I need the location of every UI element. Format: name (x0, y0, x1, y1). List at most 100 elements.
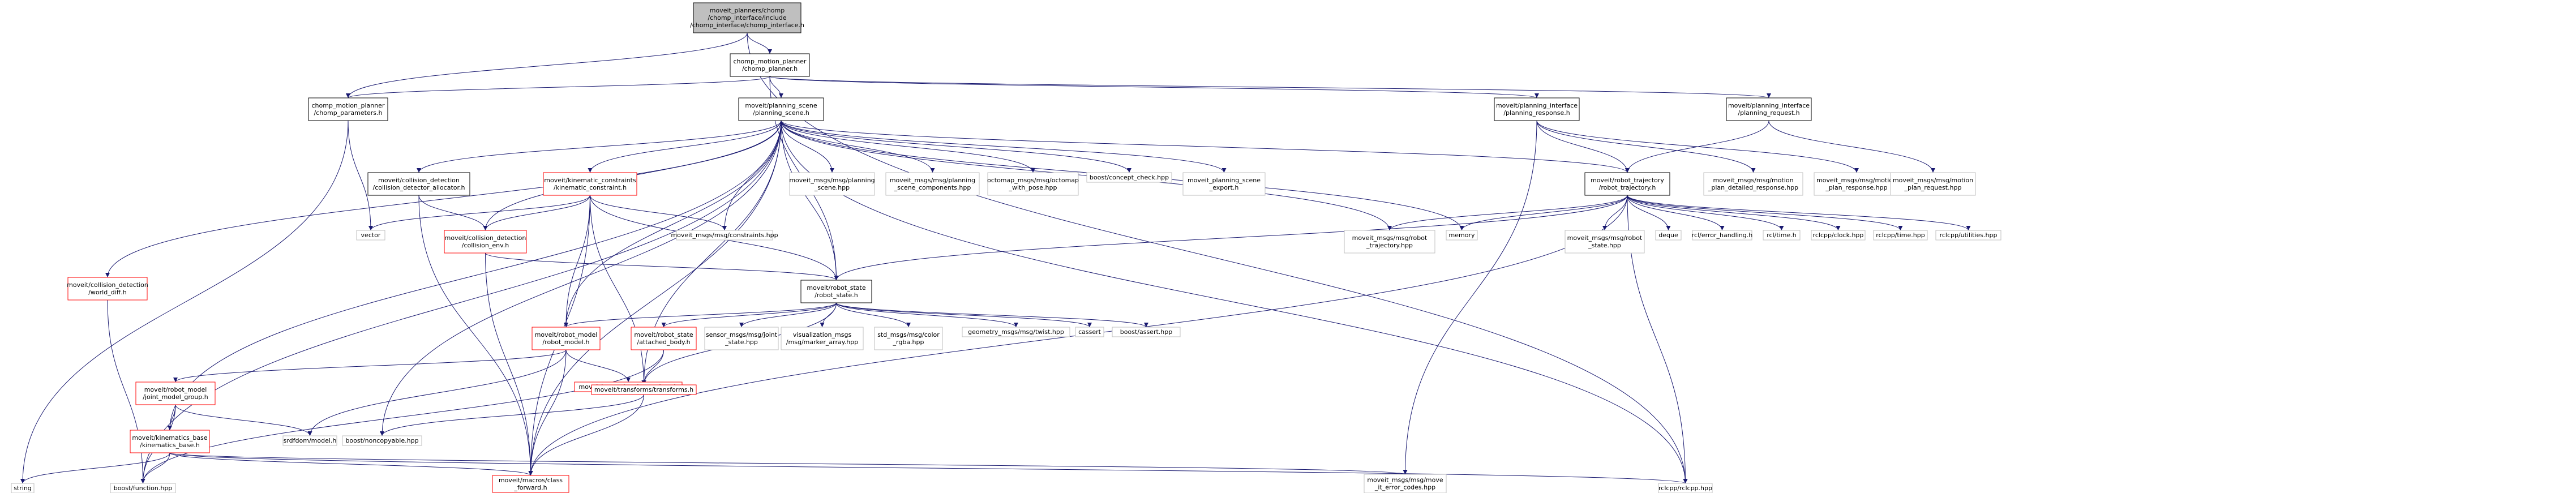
edge-planning_scene-to-ps_msg (781, 120, 834, 173)
node-label-line: boost/assert.hpp (1120, 328, 1172, 336)
node-detailed-response: moveit_msgs/msg/motion_plan_detailed_res… (1703, 172, 1803, 196)
node-label-line: /kinematic_constraint.h (554, 184, 627, 191)
node-label-line: _plan_response.hpp (1825, 184, 1887, 191)
node-label-line: boost/function.hpp (114, 485, 173, 492)
edge-root-to-chomp_planner (747, 32, 772, 54)
node-planning-scene[interactable]: moveit/planning_scene/planning_scene.h (738, 97, 824, 121)
node-label-line: moveit_msgs/msg/motion (1713, 177, 1793, 184)
node-robot-state-msg: moveit_msgs/msg/robot_state.hpp (1565, 230, 1645, 254)
node-world-diff[interactable]: moveit/collision_detection/world_diff.h (67, 277, 148, 301)
node-label-line: /chomp_interface/chomp_interface.h (690, 22, 804, 29)
node-label-line: /robot_model.h (543, 338, 590, 346)
node-chomp-planner[interactable]: chomp_motion_planner/chomp_planner.h (730, 53, 810, 77)
node-label-line: _rgba.hpp (893, 338, 924, 346)
node-planning-response[interactable]: moveit/planning_interface/planning_respo… (1494, 97, 1580, 121)
node-label-line: moveit/robot_state (807, 284, 865, 291)
node-label-line: /world_diff.h (88, 289, 127, 296)
node-robot-trajectory[interactable]: moveit/robot_trajectory/robot_trajectory… (1584, 172, 1670, 196)
node-label-line: /joint_model_group.h (143, 393, 208, 401)
edge-root-to-chomp_params (346, 32, 748, 98)
node-chomp-params[interactable]: chomp_motion_planner/chomp_parameters.h (308, 97, 388, 121)
node-label-line: rclcpp/utilities.hpp (1940, 232, 1998, 239)
node-boost-function: boost/function.hpp (110, 483, 176, 493)
node-label-line: moveit/robot_model (144, 386, 207, 393)
node-ps-export: moveit_planning_scene_export.h (1182, 172, 1266, 196)
edge-planning_scene-to-kin_base (168, 120, 782, 431)
edge-planning_scene-to-robot_model (564, 120, 782, 328)
edge-robot_model-to-srdfdom (307, 349, 567, 436)
node-marker-array: visualization_msgs/msg/marker_array.hpp (781, 327, 864, 350)
node-root[interactable]: moveit_planners/chomp/chomp_interface/in… (690, 2, 804, 33)
edge-robot_trajectory-to-rclcpp_time (1627, 195, 1903, 231)
node-srdfdom: srdfdom/model.h (282, 435, 337, 446)
node-plan-response: moveit_msgs/msg/motion_plan_response.hpp (1814, 172, 1900, 196)
node-rclcpp: rclcpp/rclcpp.hpp (1658, 483, 1713, 493)
edge-chomp_planner-to-planning_response (769, 76, 1539, 98)
dependency-edges (20, 32, 1971, 484)
edge-robot_trajectory-to-error_handling (1627, 195, 1725, 231)
node-label-line: /msg/marker_array.hpp (786, 338, 858, 346)
node-constraints-hpp: moveit_msgs/msg/constraints.hpp (671, 230, 778, 241)
edge-planning_scene-to-noncopyable (380, 120, 782, 436)
node-ps-msg: moveit_msgs/msg/planning_scene.hpp (789, 172, 875, 196)
node-label-line: moveit_msgs/msg/move (1367, 477, 1443, 484)
node-attached-body[interactable]: moveit/robot_state/attached_body.h (631, 327, 697, 350)
edge-root-to-rclcpp (747, 32, 1688, 484)
edge-kin_base-to-rclcpp (169, 452, 1687, 484)
node-label-line: moveit/robot_model (535, 331, 598, 338)
edge-robot_trajectory-to-robot_state (834, 195, 1628, 281)
edge-planning_scene-to-robot_traj_msg (781, 120, 1392, 231)
node-robot-state[interactable]: moveit/robot_state/robot_state.h (800, 280, 872, 303)
node-label-line: moveit/planning_scene (745, 102, 817, 109)
node-label-line: moveit/planning_interface (1496, 102, 1578, 109)
node-label-line: /chomp_planner.h (742, 65, 798, 72)
edge-kin_constraint-to-vector (368, 195, 590, 231)
node-label-line: _plan_detailed_response.hpp (1708, 184, 1798, 191)
node-kin-constraint[interactable]: moveit/kinematic_constraints/kinematic_c… (543, 172, 637, 196)
edge-kin_constraint-to-constraints_hpp (590, 195, 727, 231)
node-rclcpp-time: rclcpp/time.hpp (1873, 230, 1928, 241)
edge-kin_constraint-to-transforms (590, 195, 646, 385)
node-label-line: moveit/collision_detection (67, 281, 148, 289)
node-label-line: moveit_msgs/msg/motion (1893, 177, 1973, 184)
edge-robot_state-to-boost_assert (836, 302, 1148, 328)
node-class-forward[interactable]: moveit/macros/class_forward.h (492, 475, 569, 493)
node-planning-request[interactable]: moveit/planning_interface/planning_reque… (1726, 97, 1812, 121)
node-label-line: geometry_msgs/msg/twist.hpp (968, 328, 1064, 336)
node-string: string (11, 483, 35, 493)
edge-planning_scene-to-world_diff (105, 120, 782, 278)
node-label-line: /robot_trajectory.h (1599, 184, 1656, 191)
node-collision-env[interactable]: moveit/collision_detection/collision_env… (444, 230, 527, 254)
node-label-line: /chomp_parameters.h (314, 109, 383, 117)
node-label-line: moveit_msgs/msg/robot (1352, 234, 1428, 242)
node-label-line: _export.h (1209, 184, 1239, 191)
node-transforms[interactable]: moveit/transforms/transforms.h (591, 384, 697, 395)
node-label-line: _it_error_codes.hpp (1374, 484, 1435, 491)
node-label-line: moveit/collision_detection (445, 234, 526, 242)
node-jmg[interactable]: moveit/robot_model/joint_model_group.h (135, 381, 216, 405)
edge-planning_scene-to-ps_components (781, 120, 935, 173)
node-color-rgba: std_msgs/msg/color_rgba.hpp (874, 327, 943, 350)
edge-robot_trajectory-to-robot_state_msg (1602, 195, 1628, 231)
node-label-line: _scene_components.hpp (894, 184, 971, 191)
node-label-line: moveit/transforms/transforms.h (594, 386, 693, 393)
edge-robot_trajectory-to-utilities (1627, 195, 1971, 231)
node-robot-model[interactable]: moveit/robot_model/robot_model.h (532, 327, 601, 350)
node-label-line: moveit/robot_state (634, 331, 693, 338)
edge-robot_trajectory-to-robot_traj_msg (1387, 195, 1628, 231)
node-label-line: /planning_response.h (1503, 109, 1570, 117)
edge-collision_env-to-class_forward (485, 252, 533, 476)
node-label-line: rcl/error_handling.h (1692, 232, 1752, 239)
edge-cd_allocator-to-collision_env (418, 195, 488, 231)
node-label-line: moveit/macros/class (499, 477, 563, 484)
node-label-line: _with_pose.hpp (1009, 184, 1057, 191)
edge-planning_scene-to-class_forward (528, 120, 782, 476)
node-joint-state: sensor_msgs/msg/joint_state.hpp (704, 327, 779, 350)
node-label-line: sensor_msgs/msg/joint (706, 331, 778, 338)
node-label-line: boost/concept_check.hpp (1090, 174, 1169, 181)
edge-planning_scene-to-concept_check (781, 120, 1131, 173)
node-cd-allocator[interactable]: moveit/collision_detection/collision_det… (367, 172, 470, 196)
node-kin-base[interactable]: moveit/kinematics_base/kinematics_base.h (130, 430, 210, 453)
edge-planning_scene-to-ps_export (781, 120, 1227, 173)
edge-robot_trajectory-to-rcl_time (1627, 195, 1784, 231)
